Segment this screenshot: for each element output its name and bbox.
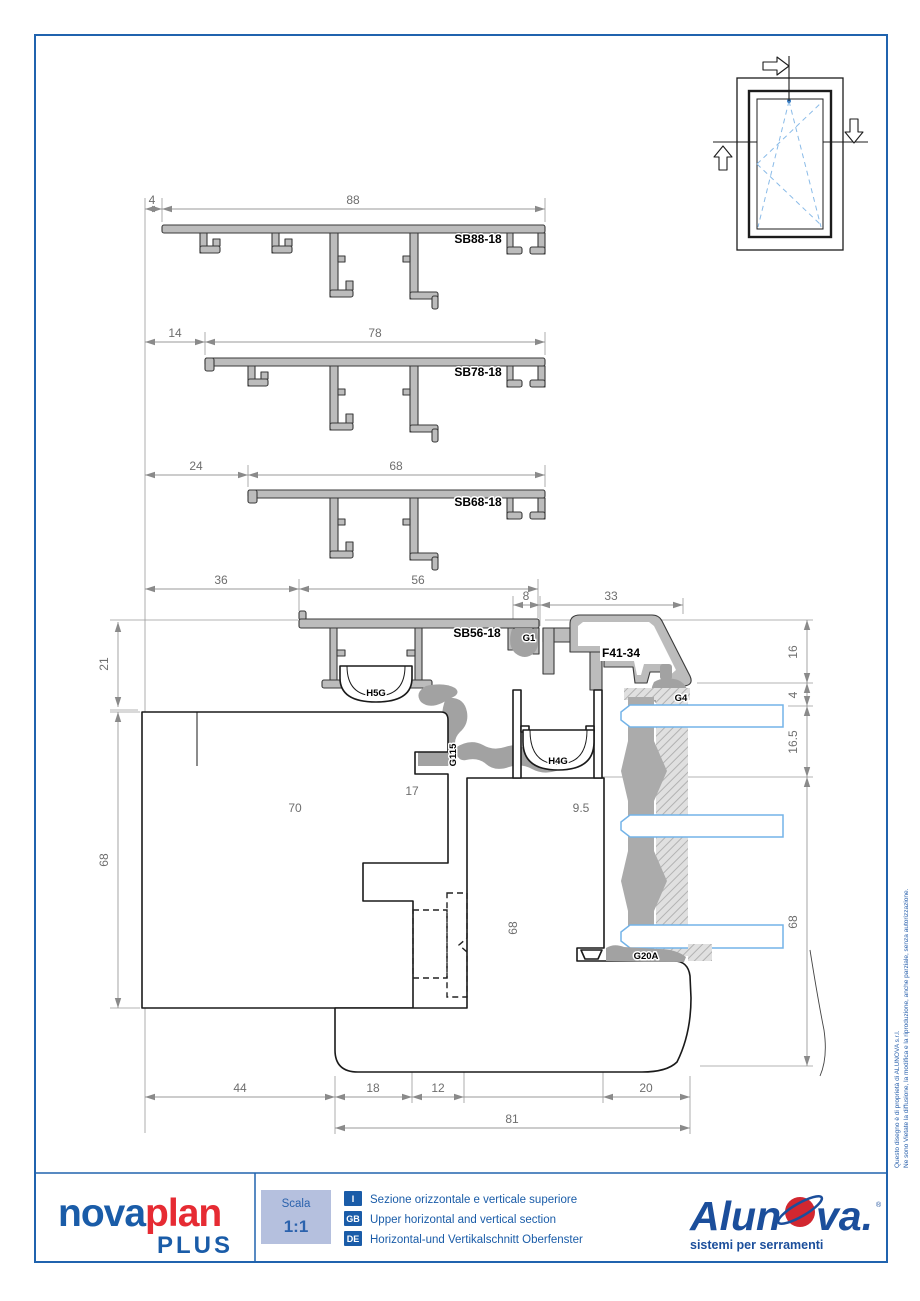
dim-70: 70	[288, 801, 302, 815]
arrow-down-icon	[844, 118, 864, 144]
profile-sb56-drawing	[298, 610, 540, 689]
dim-16-5: 16.5	[786, 730, 800, 754]
section-cut-marks	[713, 56, 868, 171]
frame-profile-outline	[141, 711, 449, 1009]
profile-sb88-drawing	[161, 224, 546, 310]
alunova-tagline: sistemi per serramenti	[690, 1238, 823, 1252]
glazing-unit	[620, 688, 784, 958]
glass-pane	[620, 814, 784, 838]
lang-badge-i	[344, 1191, 362, 1206]
dim-44: 44	[233, 1081, 247, 1095]
dim-78: 78	[368, 326, 382, 340]
profile-sb68-drawing	[247, 489, 546, 571]
label-g4: G4	[675, 693, 688, 704]
lang-code-gb: GB	[346, 1214, 360, 1224]
glazing-support-h5g	[339, 665, 413, 703]
lang-text-de: Horizontal-und Vertikalschnitt Oberfenst…	[370, 1234, 583, 1246]
dim-88: 88	[346, 193, 360, 207]
gasket-g1	[510, 629, 539, 657]
copyright-line-1: Questo disegno è di proprietà di ALUNOVA…	[894, 1030, 901, 1168]
novaplan-plus: PLUS	[157, 1232, 233, 1259]
copyright-line-2: Ne sono Vietate la diffusione, la modifi…	[903, 888, 910, 1168]
turn-tilt-lines	[756, 99, 823, 228]
label-g115: G115	[448, 743, 459, 766]
alunova-logo: Alun va. ® sistemi per serramenti	[689, 1193, 882, 1252]
dim-20: 20	[639, 1081, 653, 1095]
alunova-part1: Alun	[689, 1193, 781, 1239]
dim-17: 17	[405, 784, 419, 798]
dim-18: 18	[366, 1081, 380, 1095]
scale-box	[261, 1190, 331, 1244]
lang-code-i: I	[352, 1194, 355, 1204]
novaplan-plan: plan	[145, 1192, 221, 1235]
lang-badge-gb	[344, 1211, 362, 1226]
dim-81: 81	[505, 1112, 519, 1126]
label-sb88: SB88-18	[454, 232, 502, 246]
arrow-right-icon	[762, 56, 790, 76]
title-block: novaplan PLUS Scala 1:1 I Sezione orizzo…	[58, 1190, 882, 1259]
label-sb68: SB68-18	[454, 495, 502, 509]
label-h4g: H4G	[548, 756, 568, 767]
label-h5g: H5G	[366, 688, 386, 699]
dim-14: 14	[168, 326, 182, 340]
alunova-globe-icon	[785, 1197, 815, 1227]
dim-21: 21	[97, 657, 111, 671]
alunova-registered-mark: ®	[876, 1201, 882, 1209]
component-labels: SB88-18 SB78-18 SB68-18 SB56-18 F41-34 G…	[365, 231, 690, 964]
dim-16: 16	[786, 645, 800, 659]
dim-8: 8	[523, 589, 530, 603]
alunova-orbit-icon	[776, 1195, 824, 1225]
dim-56: 56	[411, 573, 425, 587]
language-row-gb: GB Upper horizontal and vertical section	[344, 1211, 556, 1226]
alunova-part2: va.	[816, 1193, 873, 1239]
profile-sb78-drawing	[204, 357, 546, 443]
label-g20a: G20A	[634, 951, 659, 962]
dim-9-5: 9.5	[573, 801, 590, 815]
dim-12: 12	[431, 1081, 445, 1095]
lang-badge-de	[344, 1231, 362, 1246]
sash-profile-outline	[334, 777, 692, 1073]
dim-36: 36	[214, 573, 228, 587]
dim-4: 4	[149, 193, 156, 207]
window-opening-scheme	[713, 56, 868, 251]
dimension-texts: 4 88 14 78 24 68 36 56 8 33 21 68 70 17 …	[97, 193, 800, 1126]
sheet-border	[34, 34, 888, 1263]
scale-label: Scala	[282, 1198, 311, 1210]
dim-4-right: 4	[786, 691, 800, 698]
dim-68-right: 68	[786, 915, 800, 929]
scale-value: 1:1	[284, 1217, 309, 1236]
novaplan-nova: nova	[58, 1192, 146, 1235]
novaplan-logo: novaplan	[58, 1192, 221, 1235]
label-g1: G1	[523, 633, 536, 644]
label-sb78: SB78-18	[454, 365, 502, 379]
dim-68-left: 68	[97, 853, 111, 867]
dim-68-mid: 68	[506, 921, 520, 935]
label-f41: F41-34	[602, 646, 640, 660]
dim-68: 68	[389, 459, 403, 473]
lang-code-de: DE	[347, 1234, 360, 1244]
lang-text-gb: Upper horizontal and vertical section	[370, 1214, 556, 1226]
label-sb56: SB56-18	[453, 626, 501, 640]
arrow-up-icon	[713, 145, 733, 171]
copyright-note: Questo disegno è di proprietà di ALUNOVA…	[894, 888, 910, 1168]
glass-pane	[620, 704, 784, 728]
language-row-it: I Sezione orizzontale e verticale superi…	[344, 1191, 577, 1206]
lang-text-i: Sezione orizzontale e verticale superior…	[370, 1194, 577, 1206]
language-row-de: DE Horizontal-und Vertikalschnitt Oberfe…	[344, 1231, 583, 1246]
hardware-dashed-detail	[412, 892, 468, 998]
gasket-g20a	[606, 944, 826, 1077]
dim-33: 33	[604, 589, 618, 603]
dim-24: 24	[189, 459, 203, 473]
glazing-support-h4g	[522, 729, 595, 771]
